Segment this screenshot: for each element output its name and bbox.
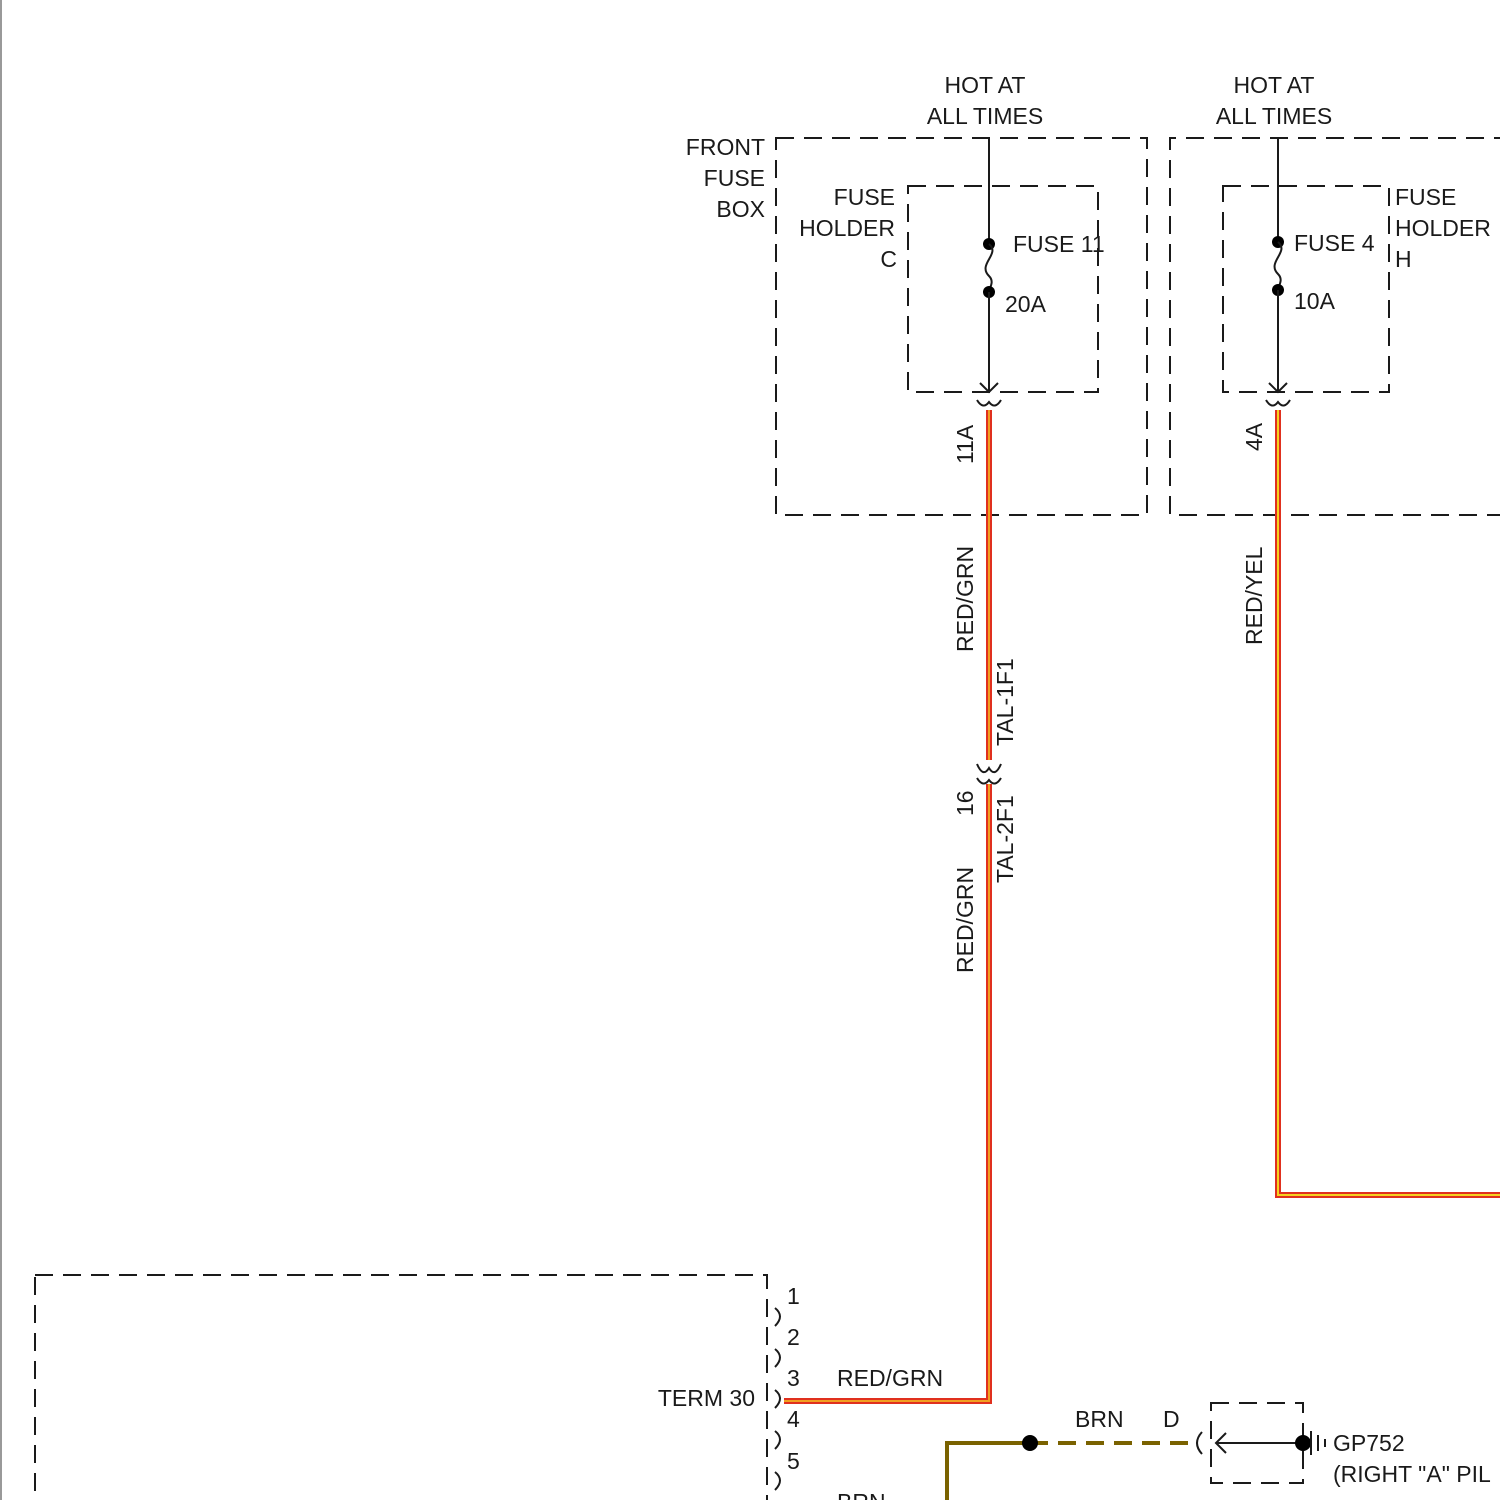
- fuse-4-symbol: [1266, 138, 1290, 406]
- ground-pin-d-label: D: [1163, 1406, 1180, 1432]
- connector-pin-label-16: 16: [952, 790, 978, 816]
- wire-label-brn-lower: BRN: [837, 1489, 886, 1500]
- ground-point-dot: [1295, 1435, 1311, 1451]
- connector-label-tal-2f1: TAL-2F1: [992, 795, 1018, 883]
- pin-11a-connector: [977, 400, 1001, 406]
- module-pin-3-connector: [775, 1390, 780, 1408]
- fuse-11-label: FUSE 11: [1013, 231, 1105, 257]
- pin-4a-label: 4A: [1241, 422, 1267, 451]
- fuse-11-element: [986, 244, 993, 292]
- pin-11a-label: 11A: [952, 424, 978, 464]
- ground-location-label: (RIGHT "A" PIL: [1333, 1461, 1491, 1487]
- term-30-label: TERM 30: [658, 1385, 755, 1411]
- wire-label-red-grn-lower: RED/GRN: [952, 867, 978, 973]
- inline-connector-16: [977, 764, 1001, 784]
- module-pin-1-connector: [775, 1308, 780, 1326]
- red-yel-wire: [1278, 410, 1500, 1195]
- hot-at-all-times-label-right-1: HOT AT: [1234, 72, 1315, 98]
- module-pin-2-label: 2: [787, 1324, 800, 1350]
- front-fuse-box-label-2: FUSE: [704, 165, 765, 191]
- wire-label-red-yel: RED/YEL: [1241, 546, 1267, 645]
- module-pin-4-label: 4: [787, 1406, 800, 1432]
- fuse-holder-h-label-2: HOLDER: [1395, 215, 1491, 241]
- brn-splice-dot: [1022, 1435, 1038, 1451]
- connector-tal-1f1: [977, 764, 1001, 772]
- pin-4a-connector: [1266, 400, 1290, 406]
- fuse-11-rating: 20A: [1005, 291, 1047, 317]
- ground-pin-d-connector: [1197, 1432, 1202, 1454]
- front-fuse-box-label-3: BOX: [716, 196, 765, 222]
- module-pin-2-connector: [775, 1349, 780, 1367]
- fuse-holder-c-label-1: FUSE: [834, 184, 895, 210]
- fuse-11-symbol: [977, 138, 1001, 406]
- hot-at-all-times-label-left-1: HOT AT: [945, 72, 1026, 98]
- brn-wire-solid: [947, 1443, 1030, 1500]
- connector-tal-2f1: [977, 778, 1001, 784]
- module-pin-1-label: 1: [787, 1283, 800, 1309]
- hot-at-all-times-label-left-2: ALL TIMES: [927, 103, 1043, 129]
- ground-gp752-label: GP752: [1333, 1430, 1405, 1456]
- wire-label-red-grn-horizontal: RED/GRN: [837, 1365, 943, 1391]
- red-yel-wire-stripe: [1278, 410, 1500, 1195]
- module-pin-5-connector: [775, 1472, 780, 1490]
- front-fuse-box-label-1: FRONT: [686, 134, 765, 160]
- wire-label-red-grn-upper: RED/GRN: [952, 546, 978, 652]
- fuse-4-element: [1275, 242, 1282, 290]
- fuse-4-label: FUSE 4: [1294, 230, 1375, 256]
- module-pin-4-connector: [775, 1431, 780, 1449]
- connector-label-tal-1f1: TAL-1F1: [992, 658, 1018, 746]
- fuse-holder-h-label-1: FUSE: [1395, 184, 1456, 210]
- module-pin-3-label: 3: [787, 1365, 800, 1391]
- hot-at-all-times-label-right-2: ALL TIMES: [1216, 103, 1332, 129]
- ground-icon: [1311, 1431, 1325, 1455]
- fuse-holder-c-label-3: C: [880, 246, 897, 272]
- wire-label-brn: BRN: [1075, 1406, 1124, 1432]
- fuse-holder-h-label-3: H: [1395, 246, 1412, 272]
- fuse-holder-c-label-2: HOLDER: [799, 215, 895, 241]
- module-pin-5-label: 5: [787, 1448, 800, 1474]
- fuse-holder-c-outline: [908, 186, 1098, 392]
- module-connector-pins: [775, 1308, 780, 1490]
- fuse-4-rating: 10A: [1294, 288, 1336, 314]
